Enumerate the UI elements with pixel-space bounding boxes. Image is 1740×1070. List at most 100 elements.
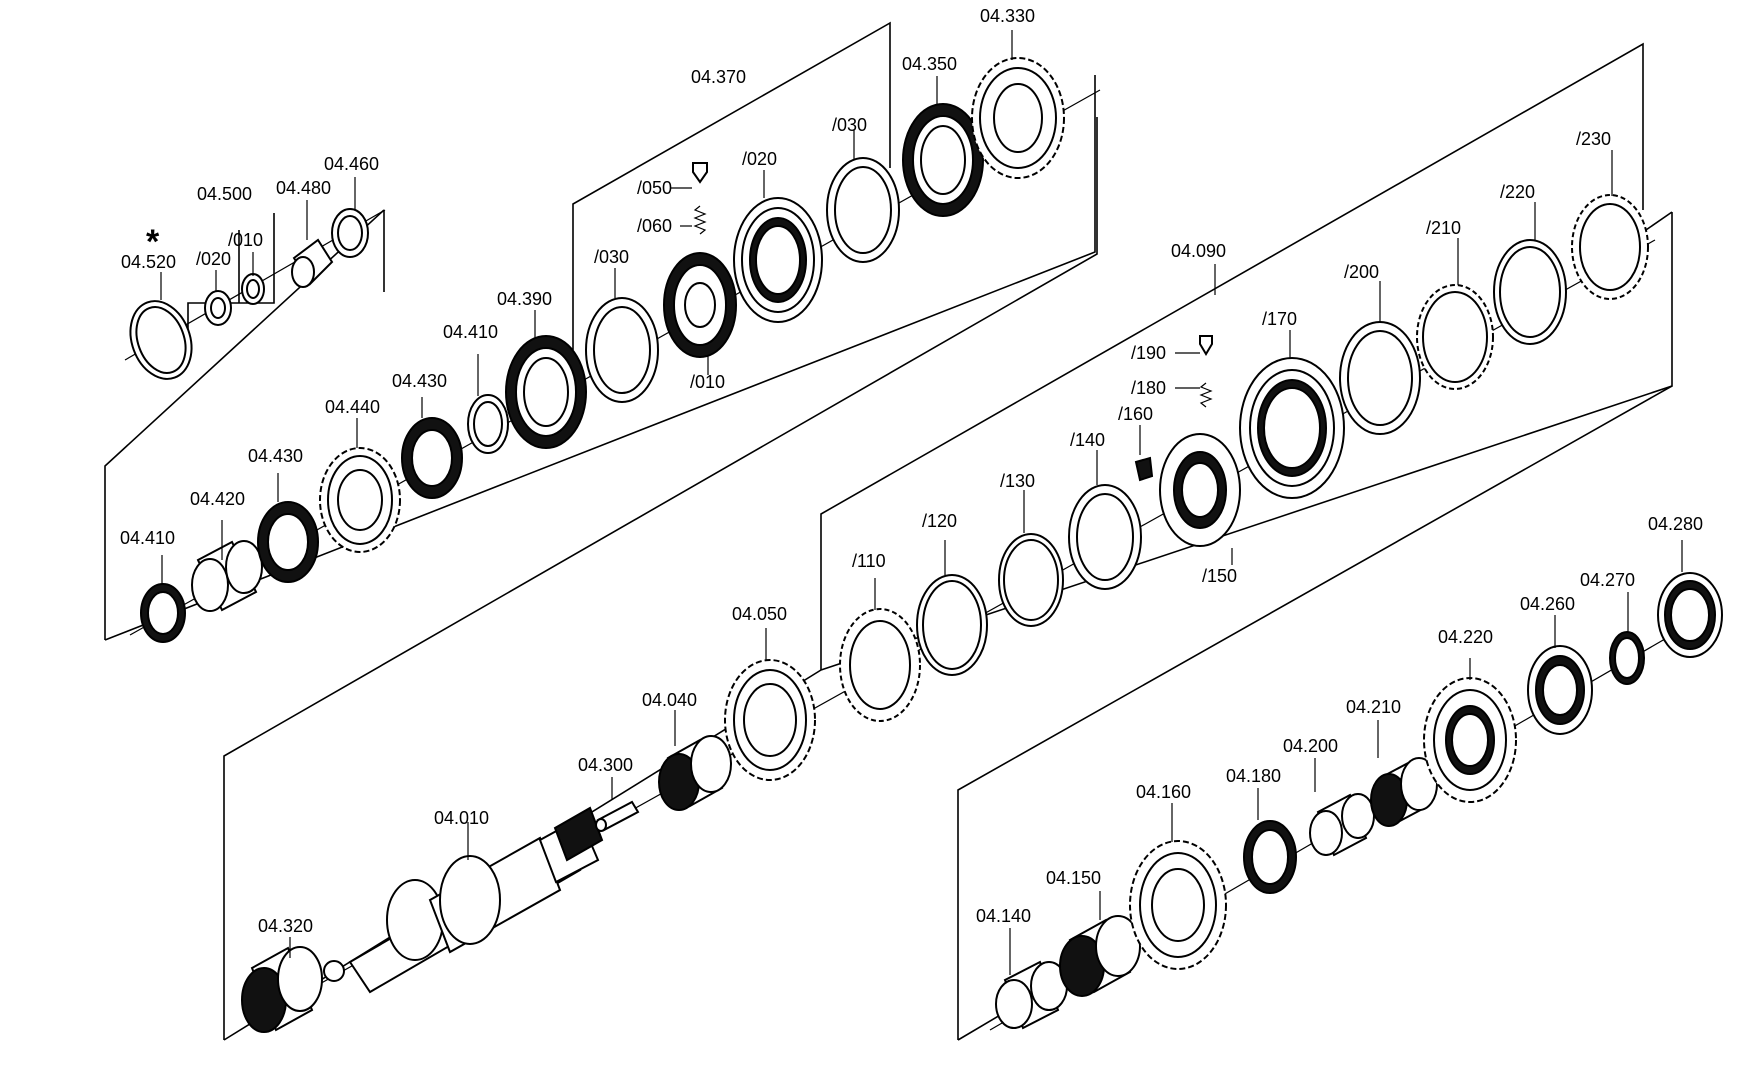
label-04-270: 04.270 — [1580, 570, 1635, 590]
label-04-480: 04.480 — [276, 178, 331, 198]
leader-lines — [160, 30, 1683, 975]
part-04-150-needle-bearing — [1059, 915, 1141, 997]
part-04-410-snap-ring-a — [467, 394, 509, 454]
label-04-200: 04.200 — [1283, 736, 1338, 756]
label-04-370-030-b: /030 — [832, 115, 867, 135]
part-04-320-needle-bearing — [241, 946, 323, 1033]
label-04-280: 04.280 — [1648, 514, 1703, 534]
label-04-430-b: 04.430 — [248, 446, 303, 466]
part-04-210-needle-bearing — [1370, 757, 1438, 827]
part-04-370-030-ring-a — [585, 297, 659, 403]
label-04-440: 04.440 — [325, 397, 380, 417]
part-04-220-gear — [1423, 677, 1517, 803]
part-04-270-snap-ring — [1609, 631, 1645, 685]
part-04-090-200-ring — [1339, 321, 1421, 435]
label-04-090-190: /190 — [1131, 343, 1166, 363]
part-04-280-seal — [1657, 572, 1723, 658]
part-04-160-gear — [1129, 840, 1227, 970]
part-04-140-bushing — [995, 960, 1068, 1030]
label-04-090-130: /130 — [1000, 471, 1035, 491]
label-04-150: 04.150 — [1046, 868, 1101, 888]
part-04-090-110-ring — [839, 608, 921, 722]
part-04-090-150-hub — [1159, 433, 1241, 547]
part-04-090-210-ring — [1416, 284, 1494, 390]
label-04-220: 04.220 — [1438, 627, 1493, 647]
label-04-460: 04.460 — [324, 154, 379, 174]
label-04-090-200: /200 — [1344, 262, 1379, 282]
part-04-330-gear — [971, 57, 1065, 179]
part-04-500-010-washer — [241, 273, 265, 305]
part-04-410-snap-ring-b — [140, 583, 186, 643]
label-04-430-a: 04.430 — [392, 371, 447, 391]
label-04-090-160: /160 — [1118, 404, 1153, 424]
label-04-090: 04.090 — [1171, 241, 1226, 261]
part-04-370-020-sleeve — [733, 197, 823, 323]
label-04-040: 04.040 — [642, 690, 697, 710]
label-04-350: 04.350 — [902, 54, 957, 74]
part-04-090-220-ring — [1493, 239, 1567, 345]
label-04-090-170: /170 — [1262, 309, 1297, 329]
part-04-520-ring — [129, 300, 193, 380]
label-04-320: 04.320 — [258, 916, 313, 936]
label-04-090-140: /140 — [1070, 430, 1105, 450]
part-04-370-010-hub — [663, 252, 737, 358]
part-04-090-120-ring — [916, 574, 988, 676]
part-04-440-gear — [319, 447, 401, 553]
label-04-390: 04.390 — [497, 289, 552, 309]
part-04-370-050-pin — [692, 162, 708, 184]
label-04-140: 04.140 — [976, 906, 1031, 926]
label-04-500-020: /020 — [196, 249, 231, 269]
part-04-040-needle-bearing — [658, 735, 732, 811]
label-04-370-050: /050 — [637, 178, 672, 198]
label-04-500: 04.500 — [197, 184, 252, 204]
label-04-210: 04.210 — [1346, 697, 1401, 717]
part-04-370-060-spring — [693, 205, 707, 235]
part-04-090-170-sleeve — [1239, 357, 1345, 499]
part-04-500-020-washer — [204, 290, 232, 326]
label-04-370-020: /020 — [742, 149, 777, 169]
label-04-010: 04.010 — [434, 808, 489, 828]
label-04-370-030-a: /030 — [594, 247, 629, 267]
label-04-420: 04.420 — [190, 489, 245, 509]
part-04-090-190-pin — [1199, 335, 1213, 356]
label-04-180: 04.180 — [1226, 766, 1281, 786]
part-04-430-needle-bearing-b — [257, 501, 319, 583]
label-04-260: 04.260 — [1520, 594, 1575, 614]
part-04-420-bushing — [191, 540, 263, 612]
label-04-500-010: /010 — [228, 230, 263, 250]
label-04-050: 04.050 — [732, 604, 787, 624]
part-04-180-ring — [1243, 820, 1297, 894]
label-04-370: 04.370 — [691, 67, 746, 87]
label-04-090-150: /150 — [1202, 566, 1237, 586]
part-04-090-140-ring — [1068, 484, 1142, 590]
part-04-350-bearing — [902, 103, 984, 217]
label-04-160: 04.160 — [1136, 782, 1191, 802]
part-04-200-bushing — [1309, 793, 1375, 857]
label-04-300: 04.300 — [578, 755, 633, 775]
label-04-090-210: /210 — [1426, 218, 1461, 238]
part-04-090-180-spring — [1199, 382, 1213, 408]
label-04-370-010: /010 — [690, 372, 725, 392]
label-04-410-a: 04.410 — [443, 322, 498, 342]
part-04-090-160-block — [1134, 456, 1154, 482]
part-04-010-shaft — [323, 806, 604, 994]
labels: * 04.520 04.500 /020 /010 04.480 04.460 … — [120, 6, 1703, 936]
part-04-370-030-ring-b — [826, 157, 900, 263]
part-04-460-ring — [331, 208, 369, 258]
label-04-410-b: 04.410 — [120, 528, 175, 548]
part-04-090-130-ring — [998, 533, 1064, 627]
label-04-520: 04.520 — [121, 252, 176, 272]
label-04-090-220: /220 — [1500, 182, 1535, 202]
label-04-090-120: /120 — [922, 511, 957, 531]
part-04-050-gear — [724, 659, 816, 781]
part-04-090-230-ring — [1571, 194, 1649, 300]
label-04-090-180: /180 — [1131, 378, 1166, 398]
part-04-300-pin — [595, 800, 640, 832]
part-04-260-bearing — [1527, 645, 1593, 735]
part-04-480-bearing-cone — [291, 238, 334, 288]
label-04-330: 04.330 — [980, 6, 1035, 26]
part-04-430-needle-bearing-a — [401, 417, 463, 499]
label-04-090-110: /110 — [852, 551, 886, 571]
label-04-090-230: /230 — [1576, 129, 1611, 149]
